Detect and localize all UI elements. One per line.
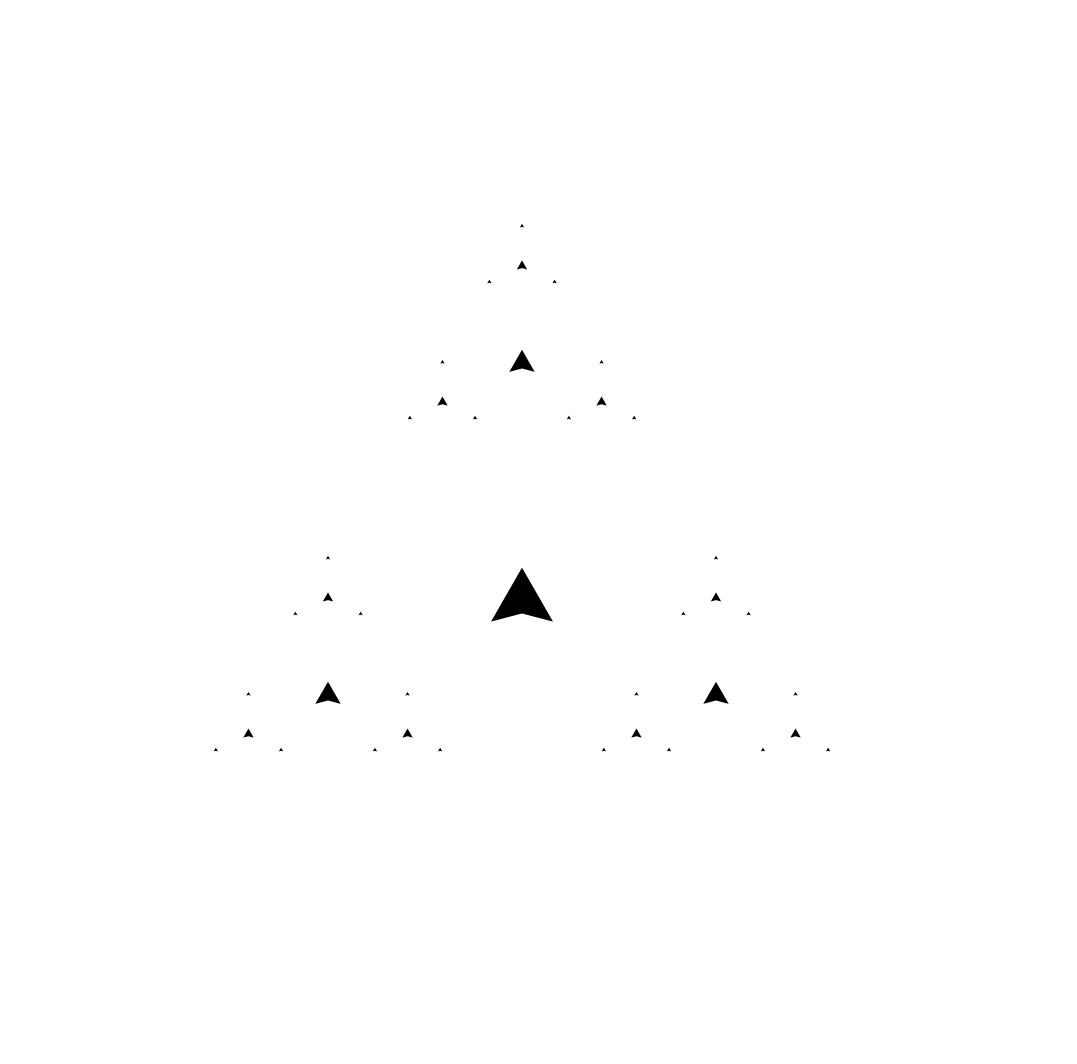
arrowhead-mark-level-2 [516, 260, 528, 270]
arrowhead-mark-level-3 [713, 555, 719, 560]
arrowhead-mark-level-2 [596, 396, 607, 406]
arrowhead-mark-level-3 [407, 415, 412, 420]
arrowhead-mark-level-3 [793, 691, 798, 696]
arrowhead-mark-level-2 [710, 592, 722, 602]
arrowhead-mark-level-3 [372, 747, 378, 752]
arrowhead-mark-level-2 [631, 728, 642, 738]
arrowhead-mark-level-2 [437, 396, 448, 406]
arrowhead-mark-level-2 [790, 728, 801, 738]
arrowhead-mark-level-0 [491, 567, 553, 622]
arrowhead-mark-level-3 [634, 691, 639, 696]
arrowhead-mark-level-3 [666, 747, 672, 752]
arrowhead-mark-level-3 [566, 415, 572, 420]
arrowhead-marks [213, 223, 831, 752]
arrowhead-mark-level-3 [760, 747, 766, 752]
arrowhead-mark-level-1 [315, 681, 341, 704]
arrowhead-mark-level-3 [552, 279, 557, 284]
arrowhead-mark-level-3 [519, 223, 525, 228]
arrowhead-mark-level-3 [405, 691, 410, 696]
arrowhead-mark-level-3 [438, 747, 443, 752]
arrowhead-mark-level-1 [703, 681, 729, 704]
arrowhead-mark-level-2 [322, 592, 334, 602]
arrowhead-mark-level-3 [487, 279, 492, 284]
arrowhead-mark-level-3 [599, 359, 604, 364]
arrowhead-mark-level-1 [509, 349, 535, 372]
arrowhead-mark-level-3 [293, 611, 298, 616]
arrowhead-mark-level-2 [402, 728, 413, 738]
arrowhead-mark-level-3 [826, 747, 831, 752]
arrowhead-mark-level-3 [472, 415, 478, 420]
arrowhead-mark-level-3 [601, 747, 606, 752]
arrowhead-mark-level-3 [325, 555, 331, 560]
arrowhead-mark-level-2 [243, 728, 254, 738]
arrowhead-mark-level-3 [681, 611, 686, 616]
arrowhead-mark-level-3 [278, 747, 284, 752]
arrowhead-mark-level-3 [358, 611, 363, 616]
arrowhead-mark-level-3 [440, 359, 445, 364]
arrowhead-mark-level-3 [632, 415, 637, 420]
arrowhead-mark-level-3 [746, 611, 751, 616]
arrowhead-mark-level-3 [213, 747, 218, 752]
arrowhead-mark-level-3 [246, 691, 251, 696]
